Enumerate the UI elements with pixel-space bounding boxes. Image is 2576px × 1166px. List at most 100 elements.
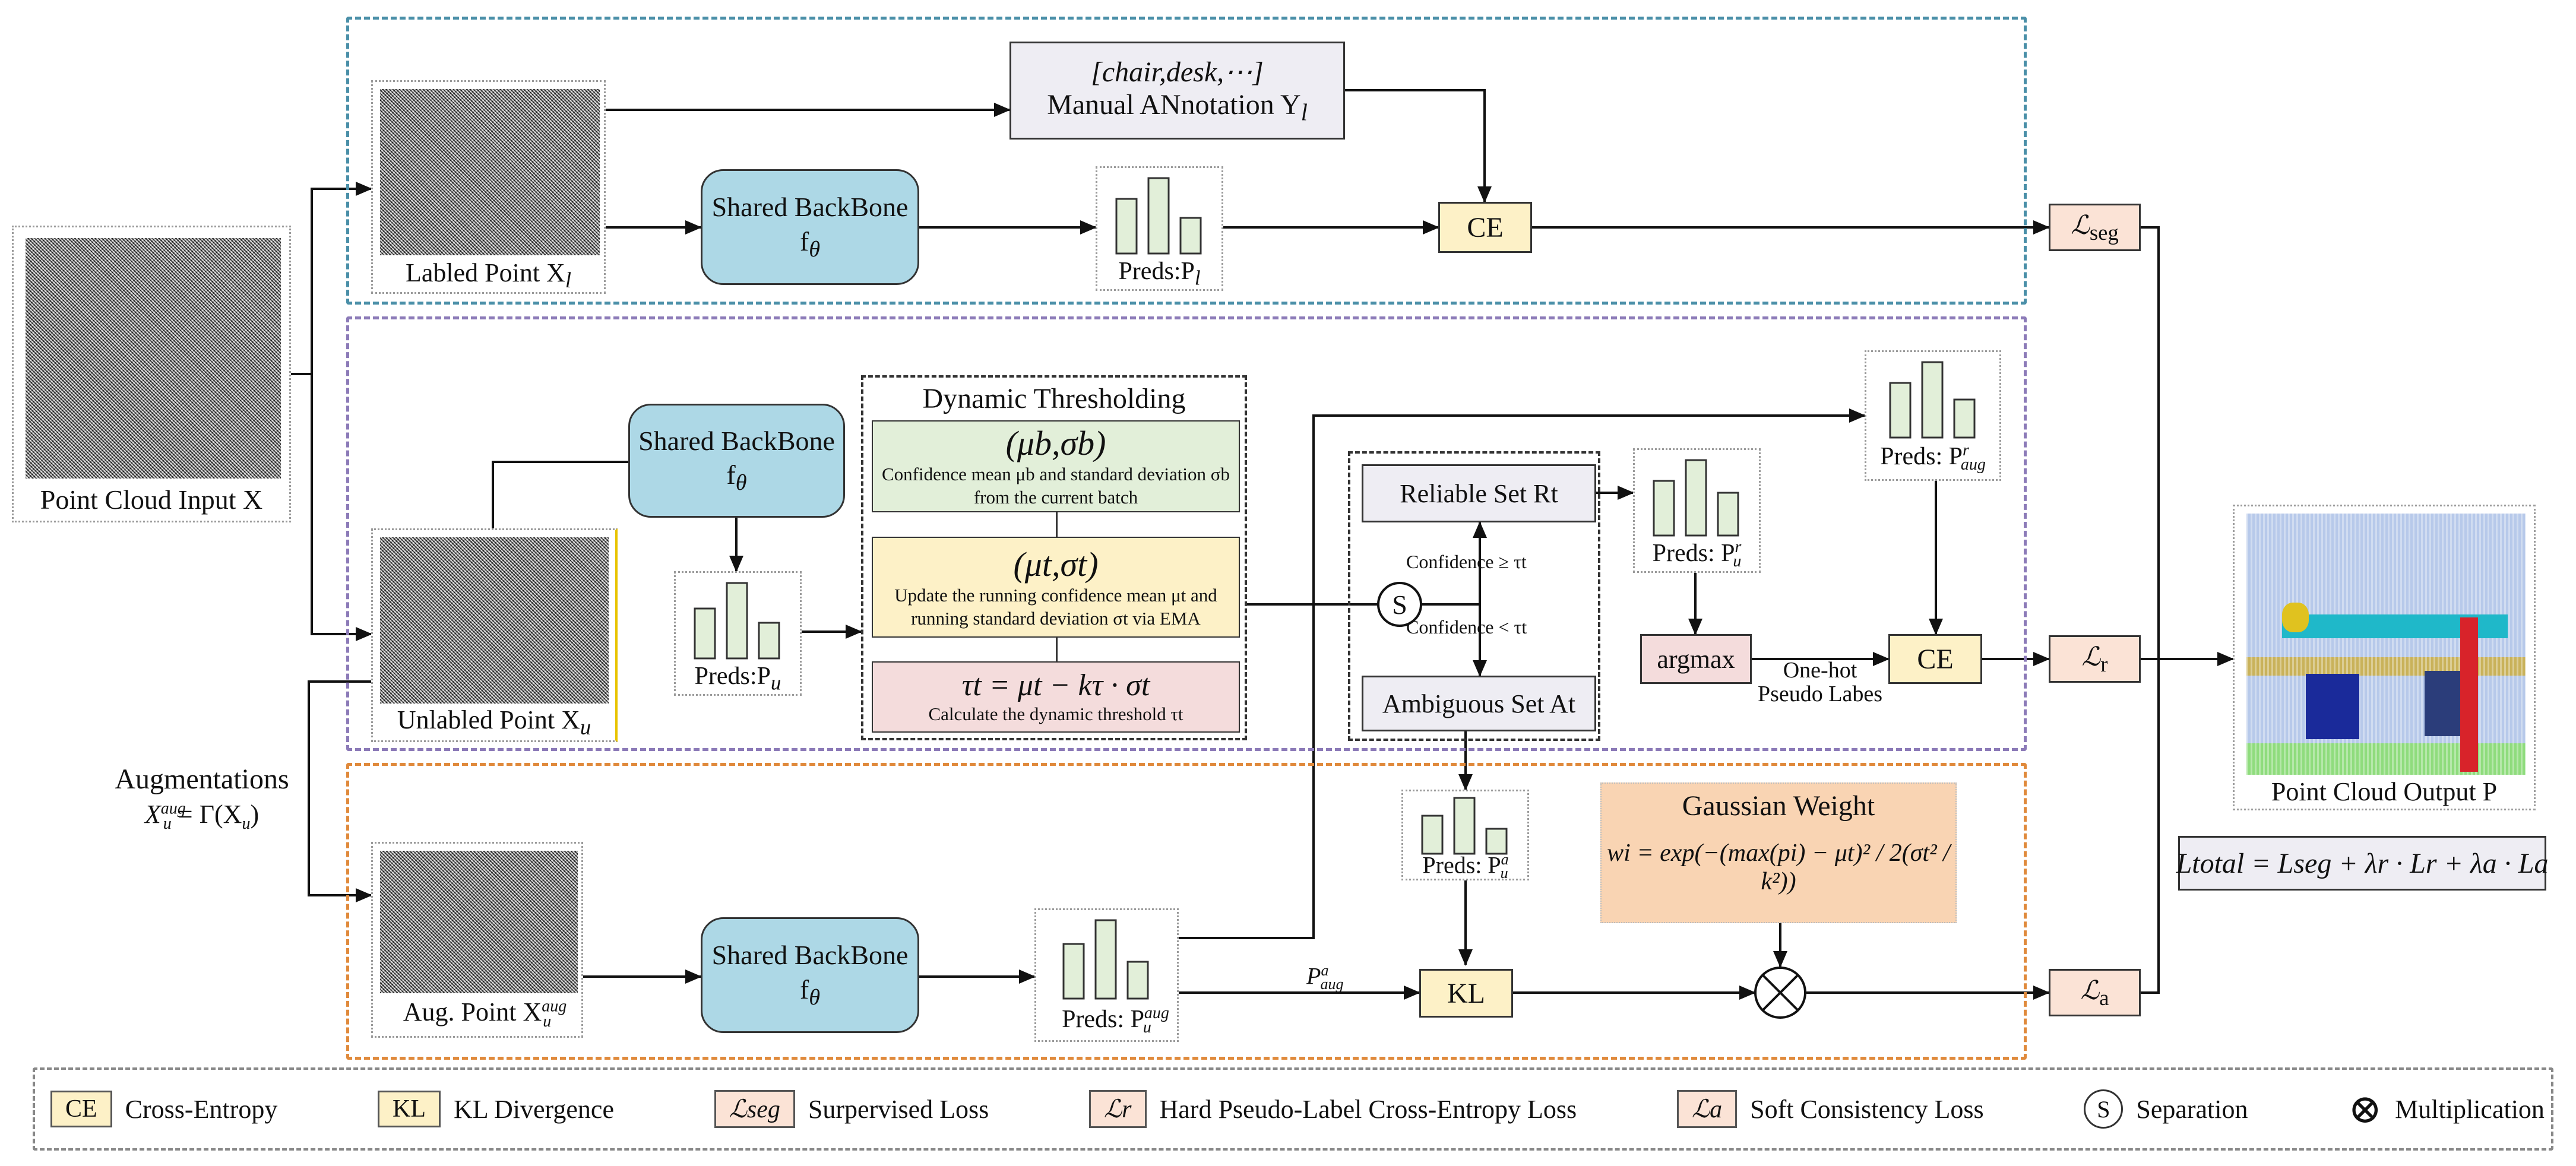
threshold-box: τt = μt − kτ · σt Calculate the dynamic … (872, 661, 1240, 733)
output-navy-region (2425, 671, 2460, 736)
preds-bar (758, 622, 780, 660)
threshold-desc: Calculate the dynamic threshold τt (928, 704, 1183, 725)
reliable-set-box: Reliable Set Rt (1362, 464, 1596, 522)
ambiguous-preds-label: Preds: Pau (1422, 851, 1509, 882)
annotation-classes: [chair,desk,⋯] (1091, 56, 1264, 88)
legend-chip: S (2084, 1089, 2124, 1129)
unlabeled-point-cloud: Unlabled Point Xu (371, 528, 618, 742)
legend-text: Separation (2136, 1094, 2248, 1124)
output-scan-image (2246, 514, 2526, 775)
unlabeled-label: Unlabled Point Xu (397, 705, 591, 739)
unlabeled-backbone: Shared BackBone fθ (628, 404, 845, 518)
unlabeled-region (346, 316, 2027, 751)
separation-node: S (1392, 589, 1407, 620)
running-formula: (μt,σt) (1013, 544, 1099, 584)
preds-bar (1685, 459, 1707, 537)
loss-a-box: ℒa (2049, 969, 2141, 1016)
augmented-region (346, 763, 2027, 1060)
labeled-scan-image (380, 89, 600, 255)
unlabeled-preds-label: Preds:Pu (694, 663, 781, 695)
aug-reliable-preds-label: Preds: Praug (1880, 441, 1986, 474)
legend-text: Multiplication (2395, 1094, 2545, 1124)
aug-reliable-preds: Preds: Praug (1865, 350, 2001, 481)
labeled-preds: Preds:Pl (1096, 166, 1223, 291)
labeled-preds-bars (1115, 177, 1202, 255)
gaussian-weight-box: Gaussian Weight wi = exp(−(max(pi) − μt)… (1600, 782, 1957, 923)
legend-text: Surpervised Loss (808, 1094, 989, 1124)
running-stats-box: (μt,σt) Update the running confidence me… (872, 537, 1240, 638)
dt-connector-2 (1056, 638, 1058, 661)
legend-text: Cross-Entropy (125, 1094, 278, 1124)
preds-bar (1717, 492, 1739, 537)
paug-label: Paaug (1306, 962, 1344, 993)
aug-backbone: Shared BackBone fθ (701, 917, 919, 1033)
legend-item-multiplication: ⊗ Multiplication (2348, 1089, 2545, 1129)
arrow-unlabeled-to-aug (308, 680, 372, 902)
aug-scan-image (380, 851, 578, 993)
running-desc: Update the running confidence mean μt an… (894, 584, 1217, 629)
preds-bar (1094, 919, 1117, 1000)
multiply-circle (1754, 967, 1806, 1019)
gaussian-formula: wi = exp(−(max(pi) − μt)² / 2(σt² / k²)) (1607, 839, 1950, 895)
ambiguous-preds-bars (1421, 797, 1508, 855)
preds-bar (1889, 382, 1912, 439)
preds-bar (1115, 198, 1138, 255)
preds-bar (1179, 217, 1202, 255)
loss-r-box: ℒr (2049, 635, 2141, 683)
onehot-line-2: Pseudo Labes (1757, 681, 1883, 706)
reliable-preds-bars (1653, 459, 1739, 537)
labeled-preds-label: Preds:Pl (1118, 258, 1201, 290)
preds-bar (1062, 943, 1085, 1000)
onehot-line-1: One-hot (1783, 658, 1857, 683)
conf-low-label: Confidence < τt (1406, 616, 1527, 638)
line-lseg-to-output (2141, 226, 2160, 659)
augmentations-title: Augmentations (115, 763, 289, 795)
output-point-cloud: Point Cloud Output P (2233, 505, 2536, 810)
preds-bar (1453, 797, 1476, 855)
preds-bar (726, 582, 748, 660)
onehot-label: One-hot Pseudo Labes (1740, 658, 1900, 706)
input-scan-image (26, 238, 281, 479)
arrow-input-to-labeled (291, 182, 372, 375)
threshold-formula: τt = μt − kτ · σt (961, 668, 1150, 703)
legend-item-lseg: ℒseg Surpervised Loss (714, 1090, 989, 1128)
preds-bar (694, 607, 716, 660)
labeled-point-cloud: Labled Point Xl (371, 80, 606, 294)
legend-chip: ℒr (1088, 1090, 1147, 1128)
legend-chip: KL (378, 1091, 441, 1127)
dynamic-thresholding-panel: Dynamic Thresholding (μb,σb) Confidence … (861, 375, 1247, 740)
output-label: Point Cloud Output P (2271, 777, 2498, 806)
aug-label: Aug. Point Xaugu (403, 997, 567, 1031)
dt-connector-1 (1056, 512, 1058, 537)
preds-bar (1147, 177, 1170, 255)
reliable-preds-label: Preds: Pru (1652, 538, 1742, 571)
labeled-backbone: Shared BackBone fθ (701, 169, 919, 285)
separation-panel (1348, 451, 1600, 741)
aug-preds: Preds: Paugu (1034, 908, 1179, 1042)
arrow-annotation-to-ce (1345, 89, 1492, 203)
manual-annotation-box: [chair,desk,⋯] Manual ANnotation Yl (1009, 42, 1345, 140)
legend-text: Soft Consistency Loss (1750, 1094, 1984, 1124)
legend-region (33, 1067, 2553, 1151)
argmax-box: argmax (1640, 634, 1752, 684)
labeled-ce-box: CE (1438, 202, 1532, 253)
legend-chip: ℒseg (714, 1090, 795, 1128)
aug-preds-label: Preds: Paugu (1062, 1004, 1169, 1037)
dt-title: Dynamic Thresholding (922, 383, 1186, 414)
legend-item-separation: S Separation (2084, 1089, 2248, 1129)
legend-chip: ⊗ (2348, 1086, 2382, 1132)
batch-stats-box: (μb,σb) Confidence mean μb and standard … (872, 420, 1240, 512)
ambiguous-preds: Preds: Pau (1401, 790, 1529, 882)
gaussian-title: Gaussian Weight (1682, 790, 1875, 822)
kl-box: KL (1419, 969, 1513, 1018)
unlabeled-ce-box: CE (1888, 634, 1982, 684)
output-blue-region (2306, 674, 2359, 739)
aug-preds-bars (1062, 919, 1149, 1000)
unlabeled-preds: Preds:Pu (674, 571, 802, 696)
multiply-cross (1761, 974, 1799, 1012)
